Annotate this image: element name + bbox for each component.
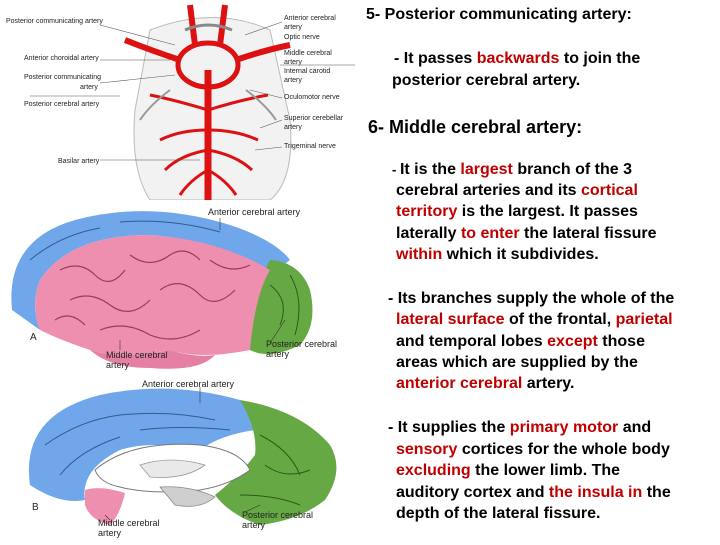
label-posterior-cerebral-artery: Posterior cerebral artery — [24, 101, 100, 108]
label-internal-carotid-a: Internal carotid — [284, 68, 331, 75]
label-b-posterior-cerebral-a: Posterior cerebral — [242, 510, 314, 520]
circle-of-willis-illustration — [0, 0, 362, 201]
section5-heading: 5- Posterior communicating artery: — [366, 6, 632, 23]
label-anterior-cerebral-b: artery — [284, 24, 302, 31]
section6-p1-line5: within which it subdivides. — [396, 246, 599, 263]
label-middle-cerebral-b: artery — [284, 59, 302, 66]
label-b-posterior-cerebral-b: artery — [242, 520, 266, 530]
label-basilar-artery: Basilar artery — [58, 158, 100, 165]
label-oculomotor-nerve: Oculomotor nerve — [284, 94, 340, 101]
label-middle-cerebral-a: Middle cerebral — [284, 50, 332, 57]
section6-p3-line4: auditory cortex and the insula in the — [396, 484, 671, 501]
label-superior-cerebellar-b: artery — [284, 124, 302, 131]
section6-p2-line1: - Its branches supply the whole of the — [388, 290, 675, 307]
brain-medial-illustration — [0, 375, 362, 540]
section6-p3-line3: excluding the lower limb. The — [396, 462, 621, 479]
section5-line2: posterior cerebral artery. — [392, 72, 581, 89]
section6-p2-line5: anterior cerebral artery. — [396, 375, 575, 392]
section6-p2-line4: areas which are supplied by the — [396, 354, 638, 371]
section6-p1-line2: cerebral arteries and its cortical — [396, 182, 638, 199]
label-b-anterior-cerebral-artery: Anterior cerebral artery — [142, 379, 235, 389]
label-trigeminal-nerve: Trigeminal nerve — [284, 143, 336, 150]
label-posterior-communicating-artery-2b: artery — [80, 84, 98, 91]
label-internal-carotid-b: artery — [284, 77, 302, 84]
label-a-posterior-cerebral-a: Posterior cerebral — [266, 339, 338, 349]
section6-p2-line2: lateral surface of the frontal, parietal — [396, 311, 673, 328]
circle-of-willis-figure: Posterior communicating artery Anterior … — [0, 0, 362, 201]
section6-p3-line1: - It supplies the primary motor and — [388, 419, 652, 436]
label-optic-nerve: Optic nerve — [284, 34, 320, 41]
label-posterior-communicating-artery: Posterior communicating artery — [6, 18, 103, 25]
label-a-middle-cerebral-a: Middle cerebral — [106, 350, 168, 360]
brain-medial-figure-b: Anterior cerebral artery B Middle cerebr… — [0, 375, 362, 540]
section6-p1-line3: territory is the largest. It passes — [396, 203, 638, 220]
label-a-letter: A — [30, 332, 37, 343]
brain-lateral-figure-a: Anterior cerebral artery A Middle cerebr… — [0, 200, 362, 375]
label-a-middle-cerebral-b: artery — [106, 360, 130, 370]
label-anterior-choroidal-artery: Anterior choroidal artery — [24, 55, 99, 62]
section6-p3-line5: depth of the lateral fissure. — [396, 505, 601, 522]
label-anterior-cerebral-a: Anterior cerebral — [284, 15, 336, 22]
label-b-middle-cerebral-a: Middle cerebral — [98, 518, 160, 528]
section6-p3-line2: sensory cortices for the whole body — [396, 441, 670, 458]
label-b-middle-cerebral-b: artery — [98, 528, 122, 538]
label-a-anterior-cerebral-artery: Anterior cerebral artery — [208, 207, 301, 217]
label-a-posterior-cerebral-b: artery — [266, 349, 290, 359]
label-b-letter: B — [32, 502, 39, 513]
section6-heading: 6- Middle cerebral artery: — [368, 117, 583, 137]
brain-lateral-illustration — [0, 200, 362, 375]
label-superior-cerebellar-a: Superior cerebellar — [284, 115, 344, 122]
section5-line1: - It passes backwards to join the — [394, 50, 641, 67]
section6-p2-line3: and temporal lobes except those — [396, 333, 645, 350]
section6-p1-line4: laterally to enter the lateral fissure — [396, 225, 657, 242]
label-posterior-communicating-artery-2a: Posterior communicating — [24, 74, 102, 81]
section6-p1-line1: - It is the largest branch of the 3 — [392, 161, 632, 178]
